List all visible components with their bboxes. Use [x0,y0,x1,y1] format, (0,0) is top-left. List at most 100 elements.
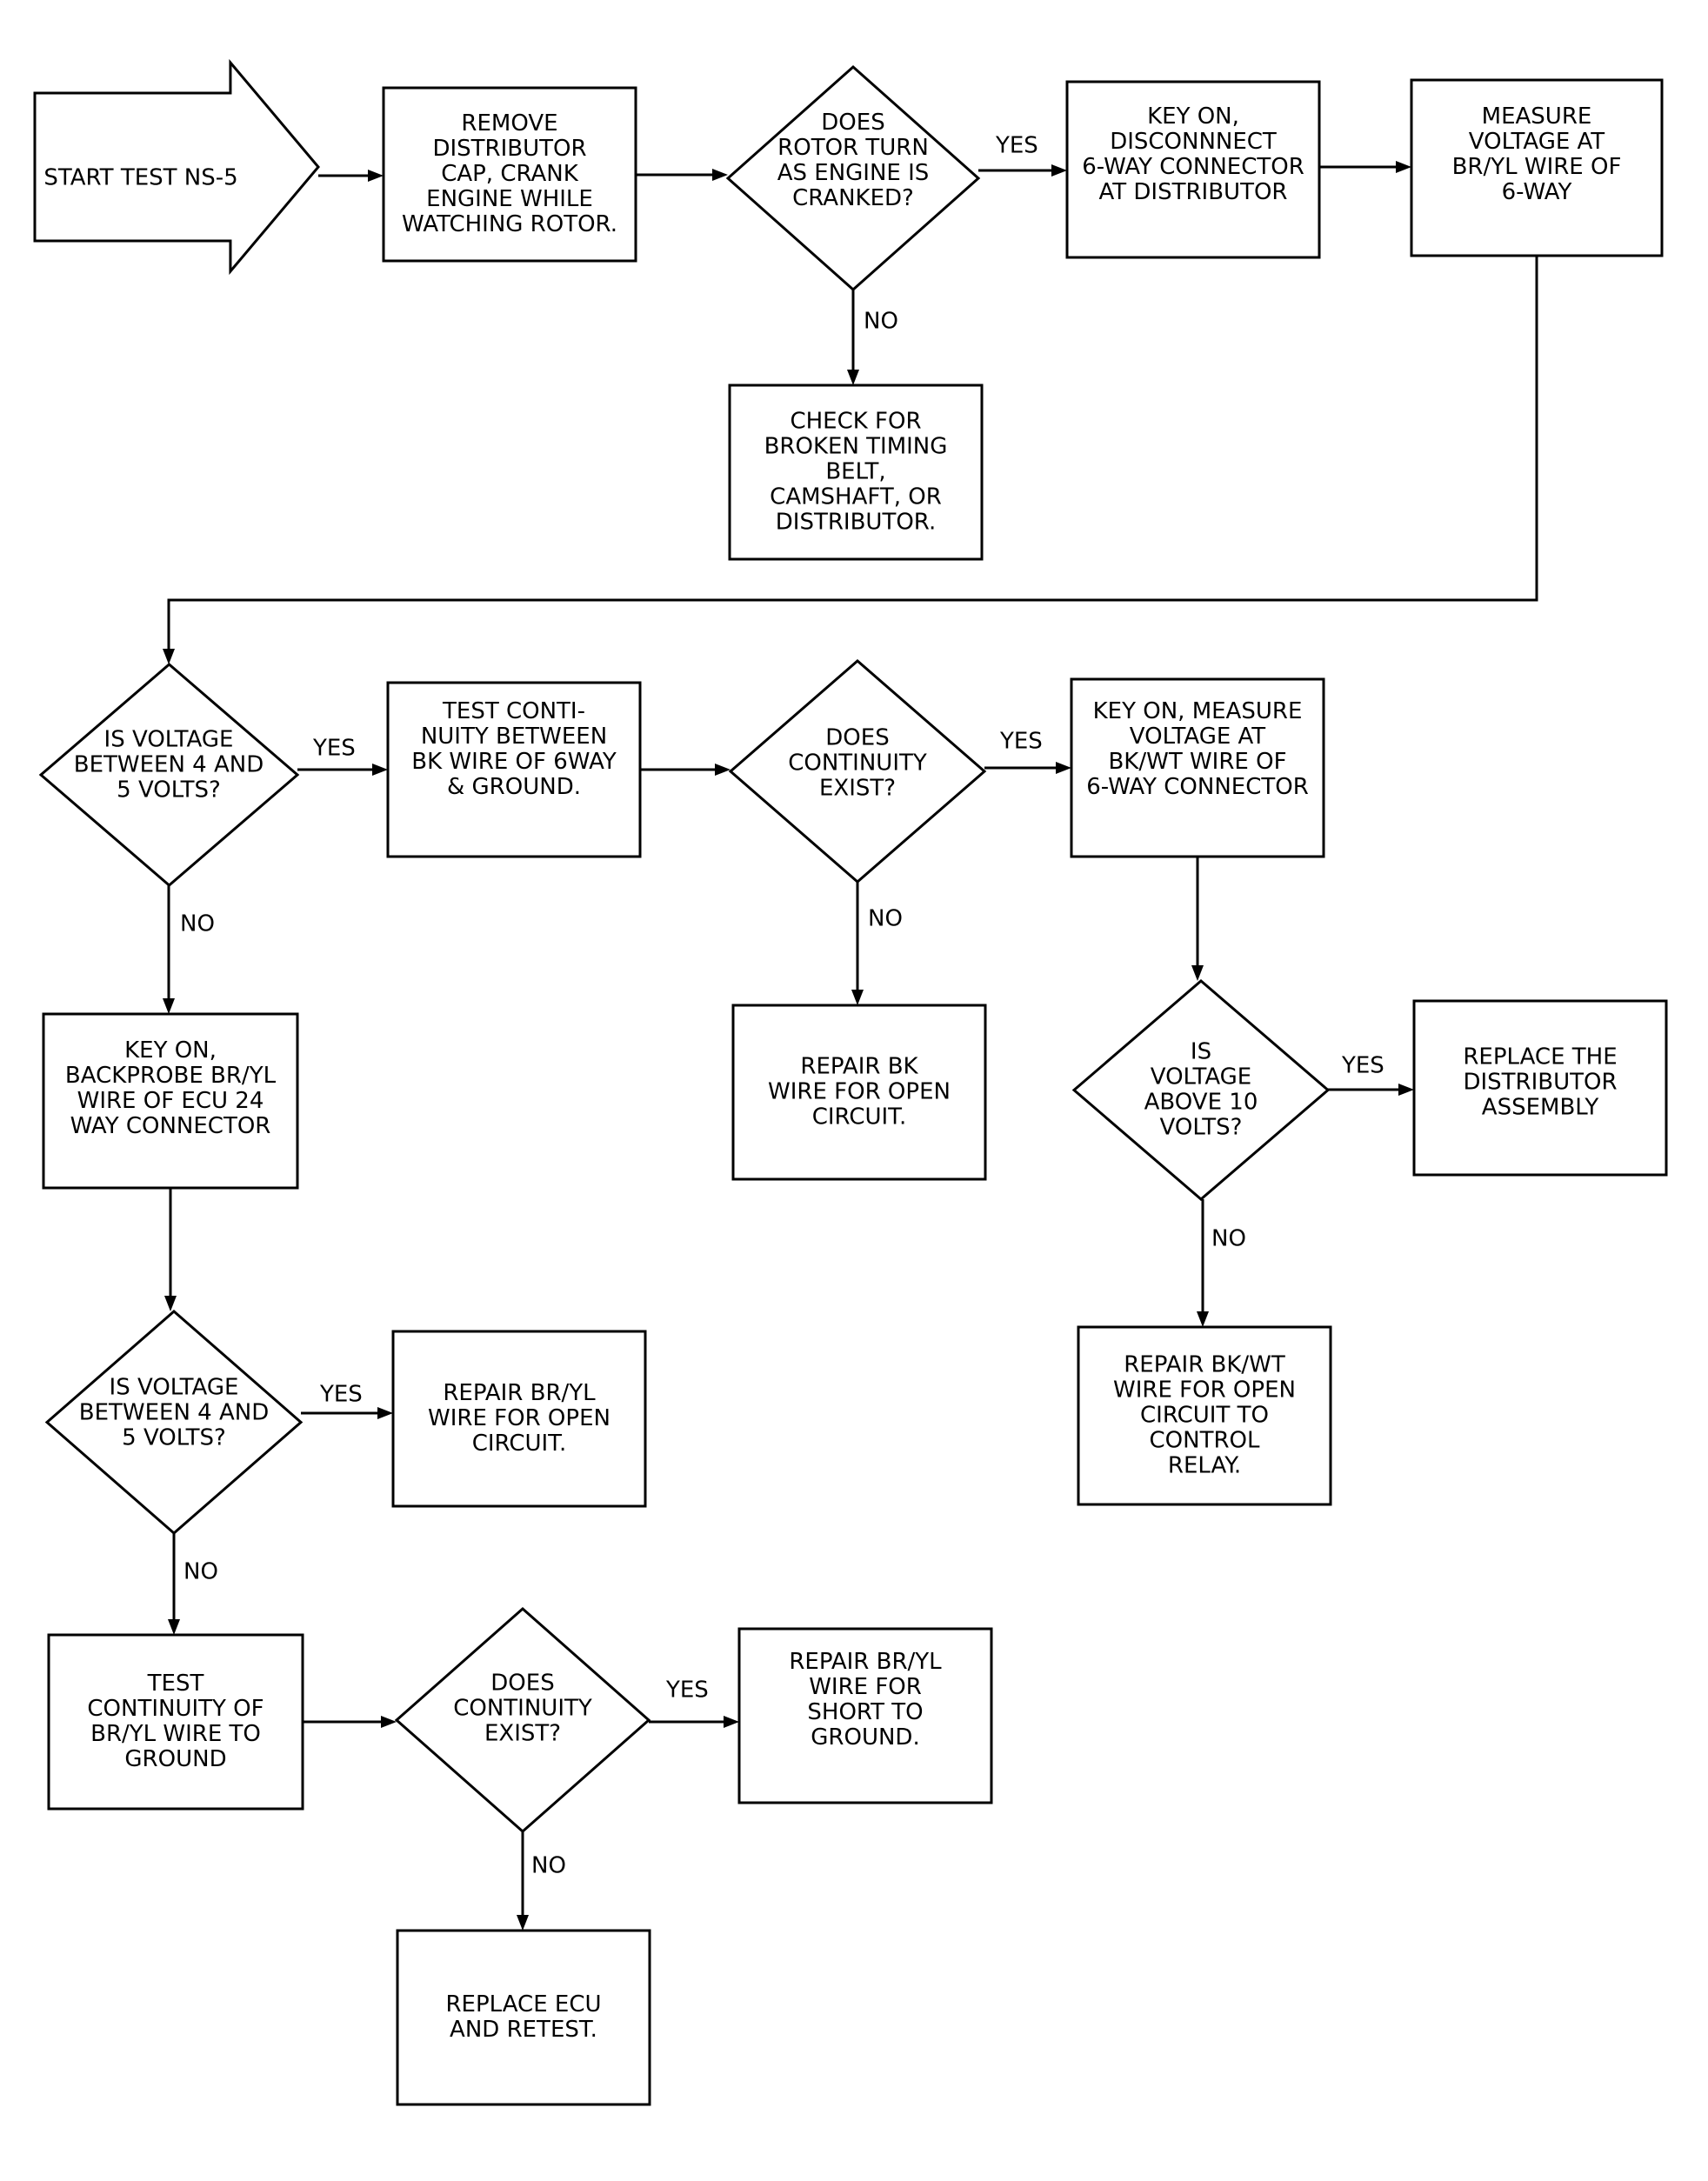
node-text-line: DOES [825,725,889,751]
yes-branch-label: YES [319,1382,363,1408]
flow-connector: YES [1328,1053,1414,1096]
process-box [1070,677,1325,858]
flow-connector: YES [301,1382,393,1419]
flow-connector: NO [163,885,215,1014]
arrow-head [168,1619,180,1635]
node-text-line: DISTRIBUTOR [1463,1070,1617,1096]
node-text-line: TEST CONTI- [442,698,585,724]
node-text-line: BR/YL WIRE OF [1452,154,1622,180]
node-text-line: VOLTAGE [1151,1064,1251,1090]
node-text-line: RELAY. [1168,1453,1241,1479]
process-box [386,681,642,858]
node-text-line: WIRE FOR OPEN [428,1405,610,1431]
node-text-line: CONTROL [1150,1428,1260,1454]
node-text-line: 6-WAY CONNECTOR [1082,154,1304,180]
flow-connector [636,169,728,181]
arrow-head [164,1296,177,1311]
node-text-line: CAP, CRANK [441,161,579,187]
flow-connector [1191,857,1204,981]
node-text-line: WIRE FOR [809,1674,922,1700]
node-text-line: ASSEMBLY [1482,1095,1599,1121]
node-text-line: REPLACE THE [1463,1044,1617,1070]
arrow-head [724,1716,739,1728]
node-text-line: WIRE FOR OPEN [768,1079,951,1105]
node-text-line: DISCONNNECT [1110,129,1277,155]
node-text-line: ABOVE 10 [1144,1090,1258,1116]
process-box [42,1012,299,1190]
connector-line [167,256,1538,649]
node-text-line: & GROUND. [447,774,581,800]
arrow-head [368,170,384,182]
start-arrow-shape [33,58,320,276]
flow-connector: YES [649,1677,739,1728]
arrow-head [163,998,175,1014]
node-text-line: DOES [821,110,884,136]
node-text-line: 5 VOLTS? [117,777,221,804]
node-text-line: CRANKED? [792,185,914,211]
node-text-line: BK/WT WIRE OF [1108,749,1286,775]
arrow-head [1051,164,1067,177]
node-text-line: BACKPROBE BR/YL [65,1063,277,1089]
process-box [1412,999,1668,1177]
flow-connector: NO [168,1533,218,1635]
arrow-head [517,1915,529,1931]
no-branch-label: NO [1211,1226,1246,1252]
node-text-line: REPLACE ECU [445,1991,601,2018]
node-text-line: VOLTS? [1160,1115,1243,1141]
arrow-head [712,169,728,181]
flow-connector [640,764,731,776]
flow-connector: NO [517,1831,566,1931]
process-box [382,86,637,263]
node-text-line: VOLTAGE AT [1469,129,1605,155]
node-text-line: KEY ON, [124,1037,217,1064]
node-text-line: DOES [490,1671,554,1697]
yes-branch-label: YES [995,133,1038,159]
node-text-line: REPAIR BR/YL [789,1649,942,1675]
node-text-line: REPAIR BK [800,1054,918,1080]
process-box [396,1929,651,2106]
flow-connector [1319,161,1411,173]
node-text-line: VOLTAGE AT [1130,724,1265,750]
flow-connector: NO [851,882,903,1005]
node-text-line: ROTOR TURN [777,135,929,161]
node-text-line: NUITY BETWEEN [421,724,607,750]
yes-branch-label: YES [312,736,356,762]
flow-connector: YES [297,736,388,776]
node-text-line: MEASURE [1482,103,1592,130]
node-text-line: CONTINUITY [788,750,927,777]
node-text-line: 6-WAY CONNECTOR [1086,774,1309,800]
node-text-line: AND RETEST. [450,2017,597,2043]
arrow-head [1398,1084,1414,1096]
process-box [737,1627,993,1804]
node-text-line: CONTINUITY OF [87,1696,264,1722]
flow-connector [164,1188,177,1311]
process-box [391,1330,647,1508]
node-text-line: REPAIR BR/YL [443,1380,596,1406]
node-text-line: EXIST? [484,1721,561,1747]
node-text-line: REPAIR BK/WT [1124,1352,1285,1378]
process-box [1410,78,1664,257]
node-text-line: BROKEN TIMING [764,434,948,460]
node-text-line: BELT, [825,459,885,485]
start-start: START TEST NS-5 [33,58,320,276]
no-branch-label: NO [531,1853,566,1879]
decision-diamond [725,64,981,292]
node-text-line: GROUND. [811,1724,919,1751]
node-text-line: 5 VOLTS? [122,1425,226,1451]
node-text-line: IS [1191,1039,1211,1065]
node-text-line: BETWEEN 4 AND [79,1400,270,1426]
process-box [728,384,984,561]
node-text-line: CIRCUIT. [472,1431,567,1457]
node-text-line: CONTINUITY [453,1696,592,1722]
decision-diamond [1071,979,1331,1201]
process-box [731,1004,987,1181]
node-text-line: AT DISTRIBUTOR [1098,179,1287,205]
